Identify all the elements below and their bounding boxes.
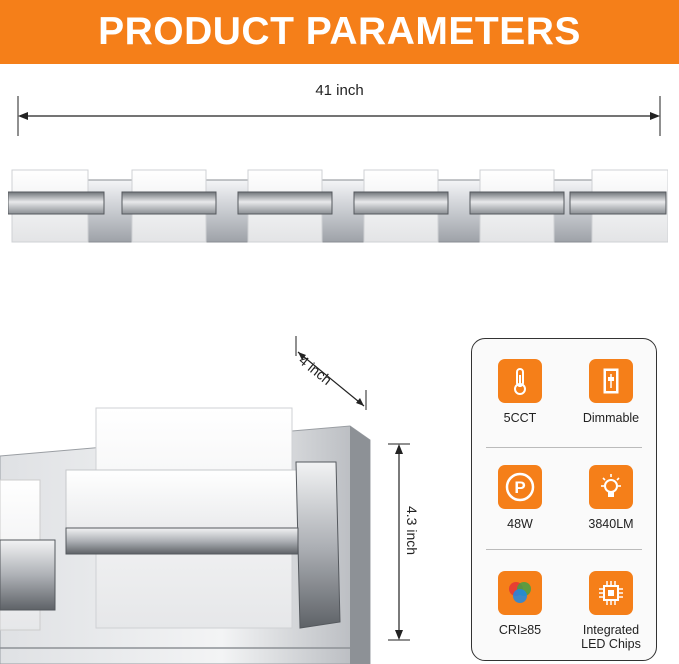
lamp-shade-4 xyxy=(353,169,449,243)
features-panel: 5CCT Dimmable P 48W 3840LM CRI≥85 Integr… xyxy=(471,338,657,661)
power-p-icon: P xyxy=(498,465,542,509)
rgb-color-icon xyxy=(498,571,542,615)
width-dimension-line xyxy=(17,96,661,136)
feature-lumens: 3840LM xyxy=(566,465,656,531)
title-banner: PRODUCT PARAMETERS xyxy=(0,0,679,64)
divider xyxy=(486,549,642,550)
feature-label: Dimmable xyxy=(582,411,640,425)
thermometer-icon xyxy=(498,359,542,403)
feature-label: 5CCT xyxy=(503,411,537,425)
divider xyxy=(486,447,642,448)
feature-48w: P 48W xyxy=(475,465,565,531)
feature-label: 48W xyxy=(507,517,533,531)
lamp-shade-5 xyxy=(469,169,565,243)
feature-label: 3840LM xyxy=(588,517,634,531)
width-dimension-label: 41 inch xyxy=(315,82,364,99)
vanity-light-fixture xyxy=(8,169,668,243)
feature-label-line1: Integrated xyxy=(582,623,640,637)
feature-label-line2: LED Chips xyxy=(581,637,641,651)
lamp-shade-6 xyxy=(569,169,668,243)
chip-icon xyxy=(589,571,633,615)
height-dimension-label: 4.3 inch xyxy=(404,506,420,556)
lamp-shade-3 xyxy=(237,169,333,243)
lamp-shade-2 xyxy=(121,169,217,243)
lamp-shade-1 xyxy=(8,169,105,243)
light-bulb-icon xyxy=(589,465,633,509)
feature-label: CRI≥85 xyxy=(498,623,542,637)
fixture-closeup xyxy=(0,336,410,664)
feature-dimmable: Dimmable xyxy=(566,359,656,425)
feature-cri: CRI≥85 xyxy=(475,571,565,637)
dimmer-switch-icon xyxy=(589,359,633,403)
banner-title: PRODUCT PARAMETERS xyxy=(98,10,581,53)
feature-5cct: 5CCT xyxy=(475,359,565,425)
svg-text:P: P xyxy=(514,478,525,497)
